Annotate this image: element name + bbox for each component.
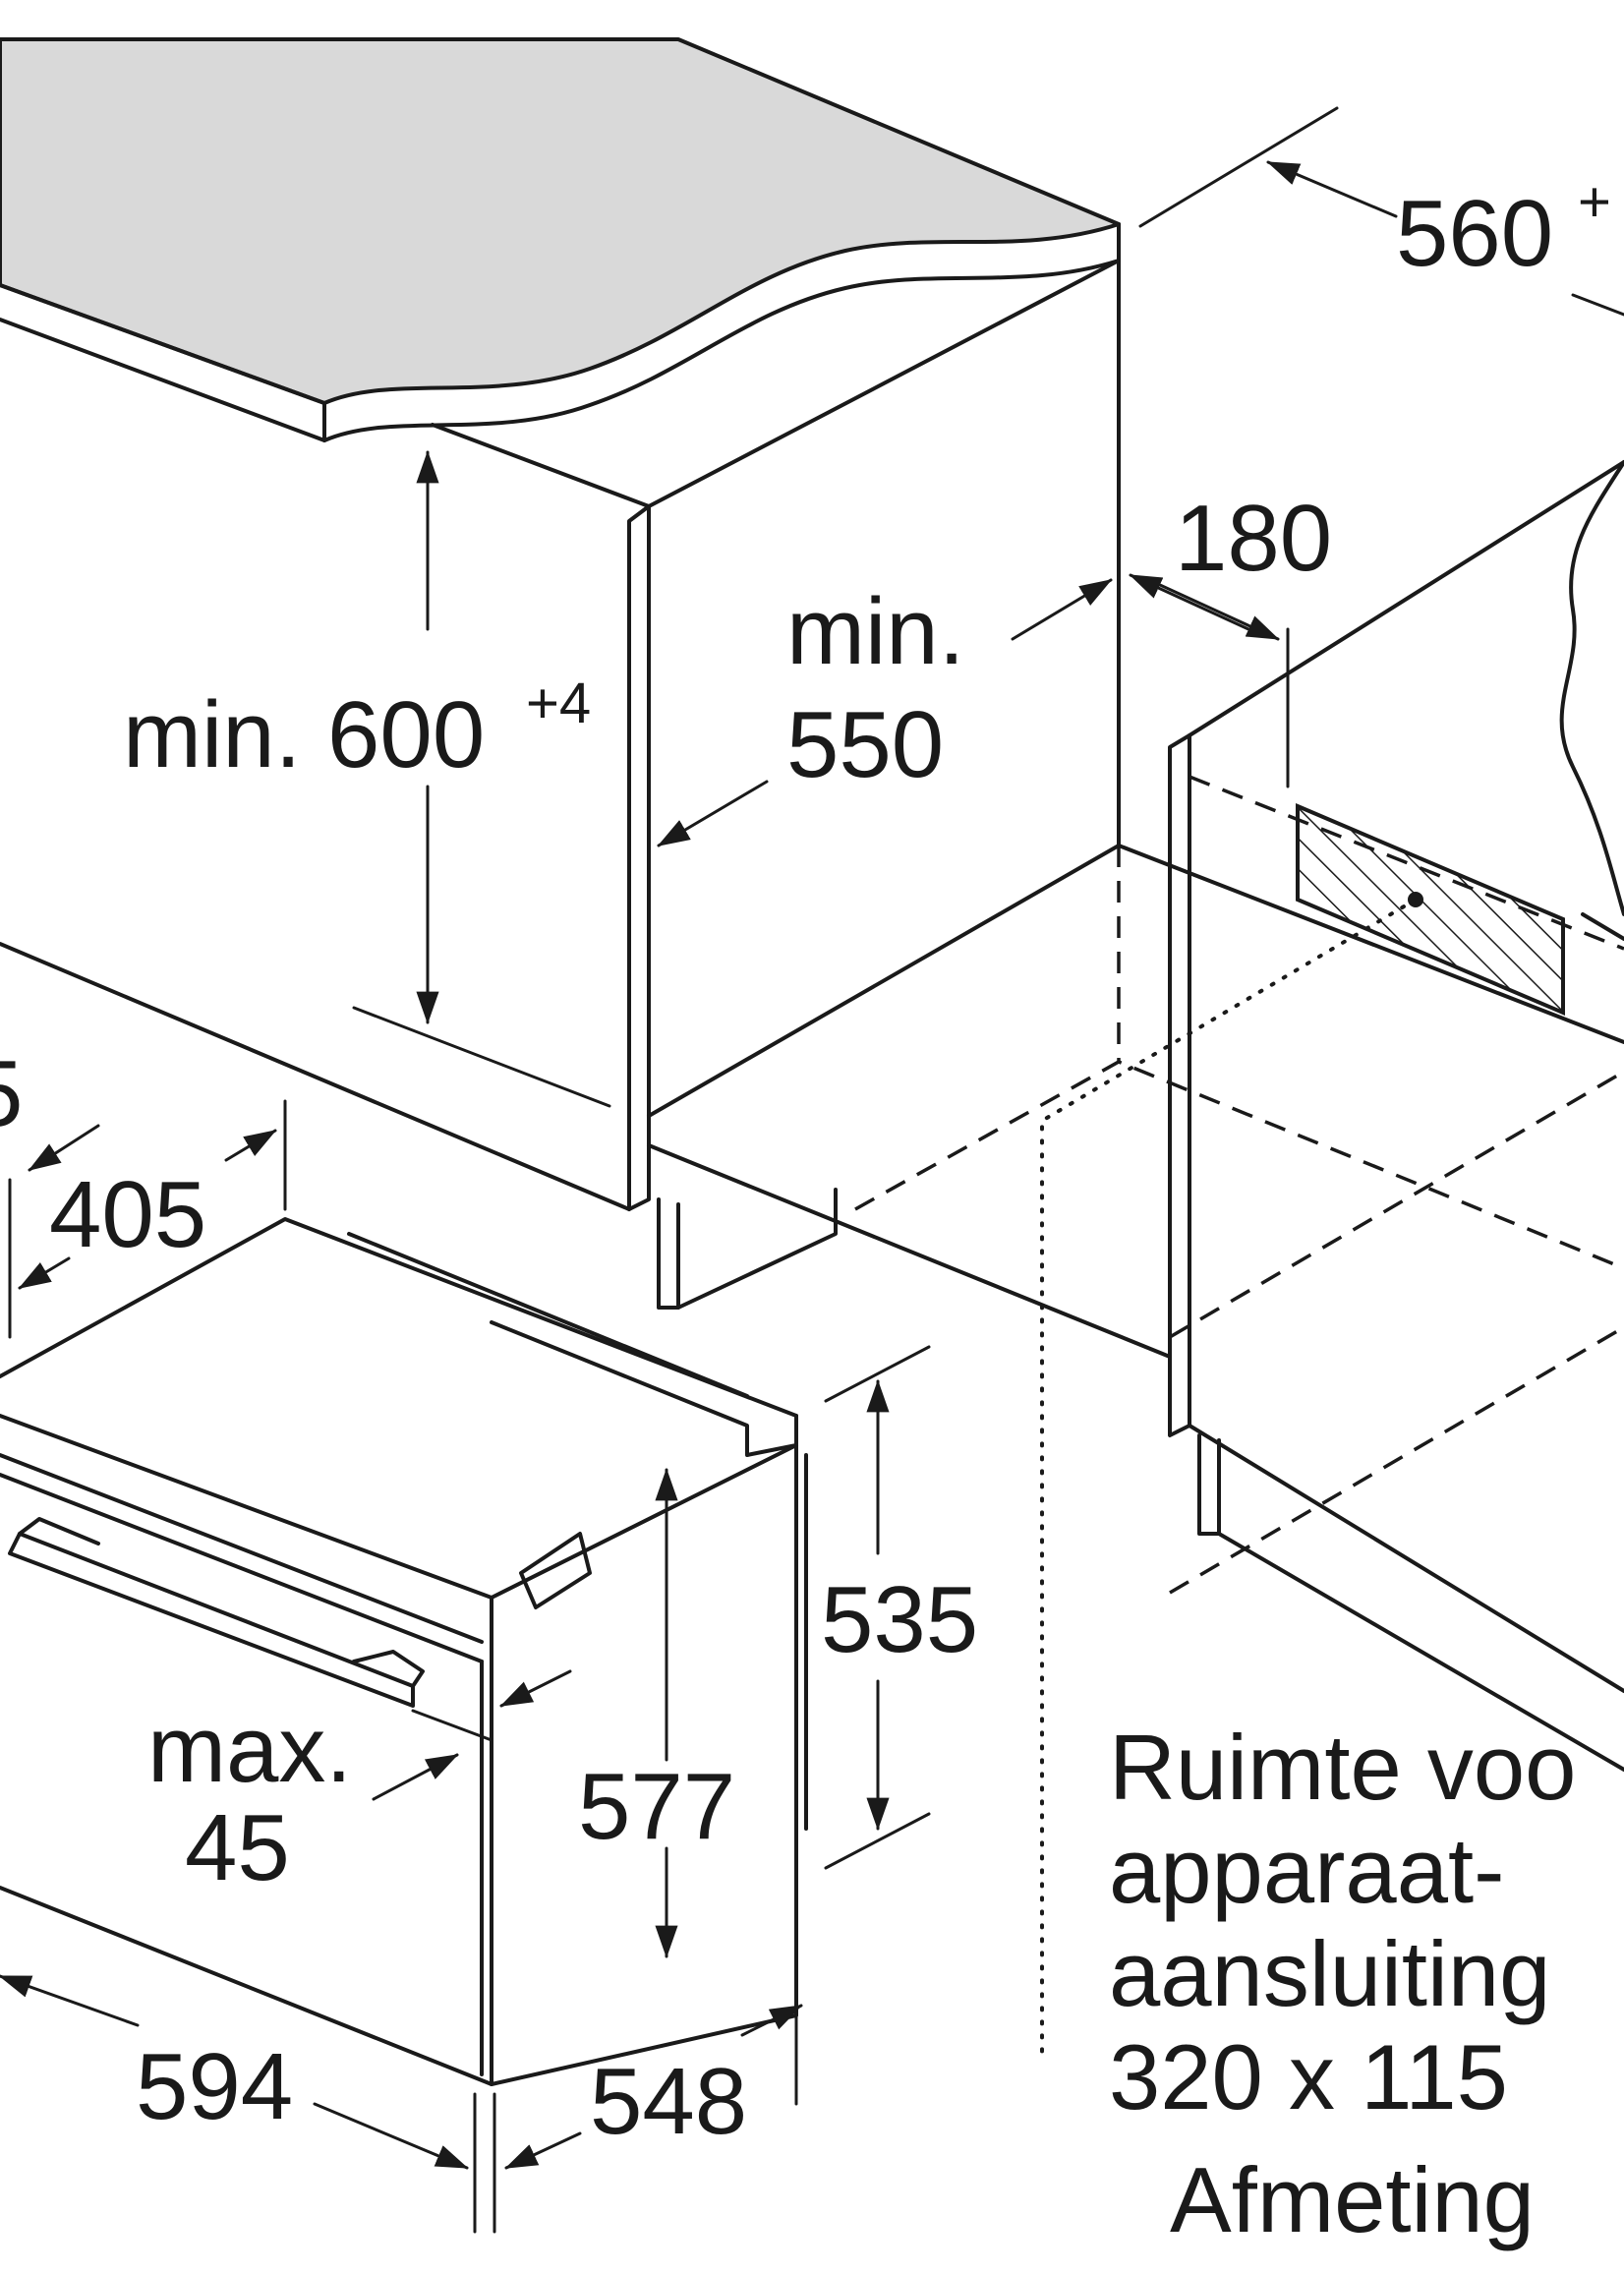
dim-opening-width-sup: +: [1578, 170, 1611, 234]
worktop: [0, 37, 1121, 442]
dim-max-line1: max.: [147, 1697, 352, 1802]
oven: [0, 1217, 808, 2086]
dim-opening-width: 560: [1396, 181, 1553, 286]
dim-min-depth-line1: min.: [786, 579, 964, 684]
dim-width-594: 594: [136, 2034, 293, 2139]
dimension-lines: [0, 106, 1624, 2234]
dim-height-577: 577: [578, 1754, 735, 1859]
note-line1: Ruimte voo: [1109, 1716, 1576, 1819]
dim-gap: 180: [1175, 486, 1332, 591]
note-line5: Afmeting: [1170, 2148, 1535, 2251]
note-line3: aansluiting: [1109, 1922, 1550, 2025]
dim-min-depth-line2: 550: [786, 692, 944, 797]
note-line2: apparaat-: [1109, 1819, 1504, 1922]
dim-max-line2: 45: [185, 1795, 290, 1900]
dim-height-535: 535: [821, 1567, 978, 1672]
dim-width-405: 405: [49, 1162, 206, 1267]
dim-min-height: min. 600: [123, 682, 485, 787]
cabinet-left-panel: [0, 259, 1121, 1310]
note-line4: 320 x 115: [1109, 2025, 1508, 2128]
dim-depth-548: 548: [590, 2049, 747, 2154]
cabinet-right-panel: [1040, 460, 1624, 2057]
dim-partial-top: 5: [0, 1041, 23, 1146]
dim-min-height-sup: +4: [526, 671, 591, 735]
